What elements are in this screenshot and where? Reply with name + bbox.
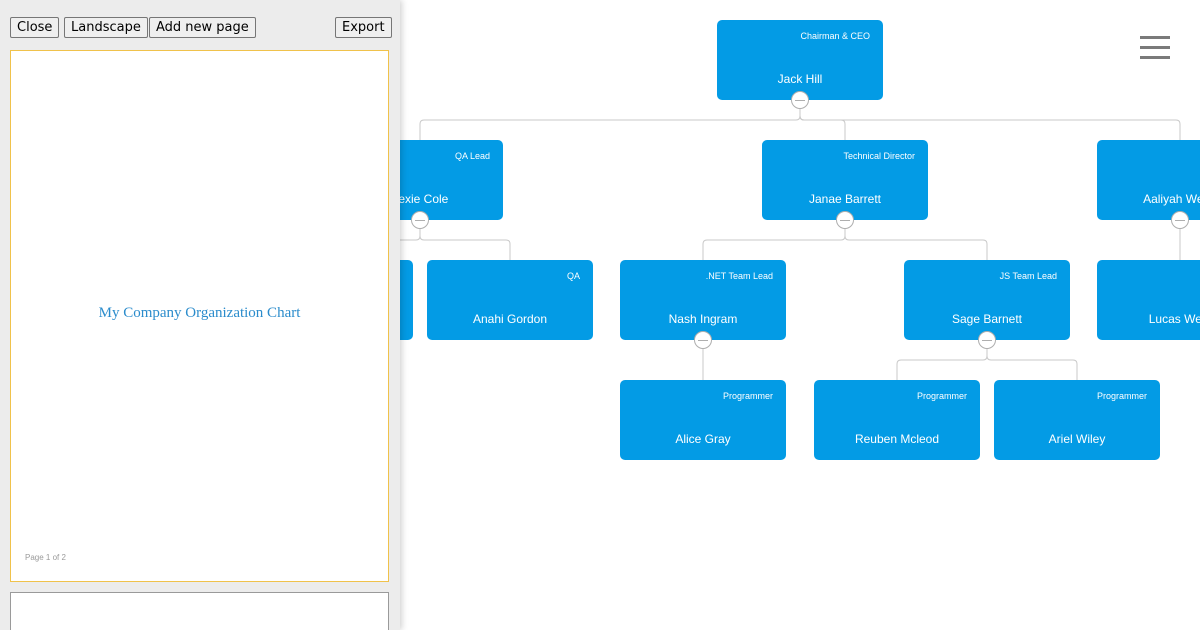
node-job-title: QA [566,271,580,281]
node-person-name: Lucas West [1148,312,1200,326]
node-job-title: Programmer [722,391,773,401]
node-person-name: Anahi Gordon [472,312,548,326]
node-job-title: Programmer [916,391,967,401]
menu-bar [1140,36,1170,39]
menu-bar [1140,46,1170,49]
org-chart-link [896,340,988,380]
collapse-node-icon[interactable] [694,331,712,349]
add-new-page-button[interactable]: Add new page [149,17,256,38]
org-chart-link [844,220,988,260]
node-job-title: JS Team Lead [999,271,1057,281]
node-person-name: Lexie Cole [391,192,449,206]
node-person-name: Nash Ingram [668,312,738,326]
org-chart-link [799,100,1181,140]
hamburger-menu-icon[interactable] [1140,36,1170,60]
export-button[interactable]: Export [335,17,392,38]
org-chart-link [986,340,1078,380]
print-preview-panel: Close Landscape Add new page Export My C… [0,0,400,630]
node-job-title: Technical Director [843,151,915,161]
org-chart-node-jack-hill[interactable]: Chairman & CEO Jack Hill [717,20,883,100]
org-chart-link [419,100,801,140]
collapse-node-icon[interactable] [836,211,854,229]
node-job-title: QA Lead [454,151,490,161]
org-chart-node-lucas-west[interactable]: Lucas West [1097,260,1200,340]
node-person-name: Ariel Wiley [1048,432,1106,446]
org-chart-node-aaliyah-webb[interactable]: Aaliyah Webb [1097,140,1200,220]
node-job-title: Chairman & CEO [800,31,870,41]
org-chart-node-anahi-gordon[interactable]: QA Anahi Gordon [427,260,593,340]
node-person-name: Sage Barnett [951,312,1023,326]
node-person-name: Alice Gray [675,432,731,446]
node-job-title: .NET Team Lead [705,271,773,281]
org-chart-link [702,220,846,260]
landscape-button[interactable]: Landscape [64,17,148,38]
org-chart-link [419,220,511,260]
collapse-node-icon[interactable] [978,331,996,349]
node-person-name: Aaliyah Webb [1143,192,1200,206]
close-button[interactable]: Close [10,17,60,38]
collapse-node-icon[interactable] [791,91,809,109]
node-person-name: Reuben Mcleod [854,432,940,446]
node-job-title: Programmer [1096,391,1147,401]
preview-page[interactable]: My Company Organization Chart Page 1 of … [10,50,389,582]
collapse-node-icon[interactable] [1171,211,1189,229]
node-person-name: Janae Barrett [808,192,882,206]
node-person-name: Jack Hill [777,72,823,86]
page-title: My Company Organization Chart [98,305,301,321]
menu-bar [1140,56,1170,59]
collapse-node-icon[interactable] [411,211,429,229]
preview-page[interactable] [10,592,389,630]
page-number: Page 1 of 2 [25,553,66,562]
